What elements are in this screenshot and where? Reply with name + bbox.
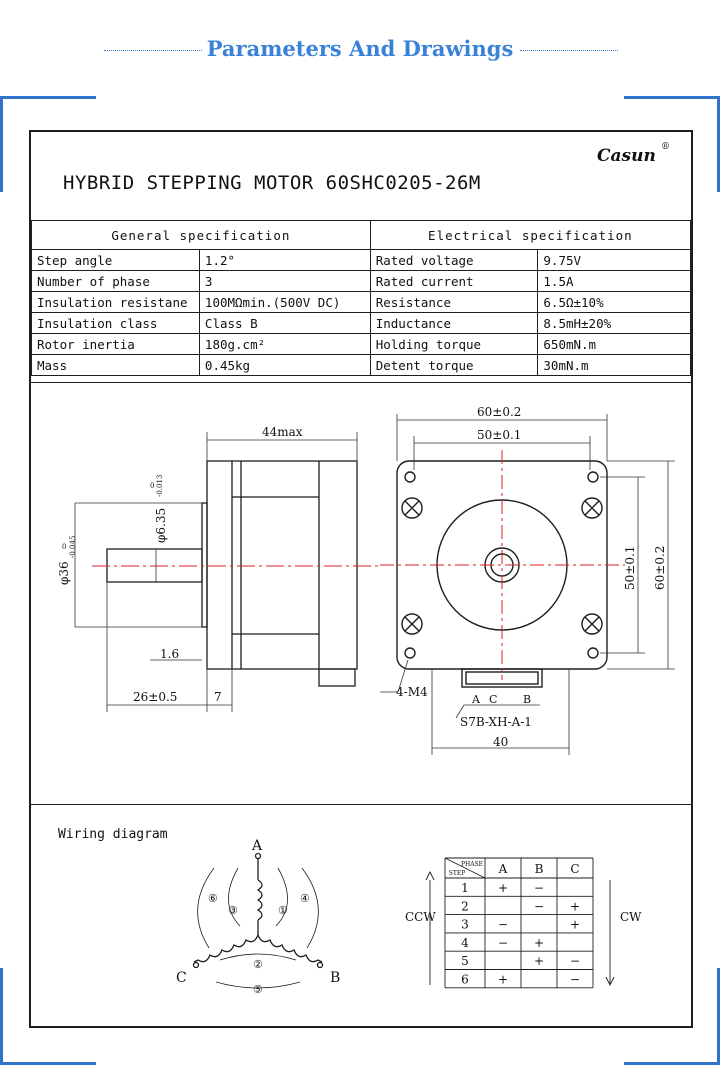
coil-a xyxy=(256,879,263,921)
page-title: Parameters And Drawings xyxy=(206,36,514,61)
step-number: 6 xyxy=(461,973,469,987)
dim-boss-diameter: φ36 xyxy=(57,561,71,585)
rotation-step-marker: ③ xyxy=(228,904,238,917)
dim-60-top: 60±0.2 xyxy=(477,405,521,419)
electrical-value: 30mN.m xyxy=(537,354,691,376)
spec-table: General specification Electrical specifi… xyxy=(31,220,692,376)
step-number: 1 xyxy=(461,881,469,895)
step-cell: + xyxy=(570,918,580,932)
corner-top-right-h xyxy=(624,96,720,99)
electrical-label: Holding torque xyxy=(369,333,539,355)
step-cell: + xyxy=(534,936,544,950)
step-cell: + xyxy=(498,973,508,987)
step-cell: − xyxy=(498,936,508,950)
connector-pin-b: B xyxy=(523,693,531,706)
table-phase-header: PHASE xyxy=(461,861,483,868)
dim-60-side: 60±0.2 xyxy=(653,546,667,590)
dim-1-6: 1.6 xyxy=(160,647,179,661)
dim-50-side: 50±0.1 xyxy=(623,546,637,590)
dim-shaft-diameter: φ6.35 xyxy=(154,508,168,543)
step-table: PHASE STEP A B C 1 + − 2 − +3 − +4 − +5 + − 6 + − xyxy=(444,857,594,989)
step-cell: − xyxy=(570,954,580,968)
connector-pin-c: C xyxy=(489,693,497,706)
phase-header: B xyxy=(535,862,544,876)
ccw-label: CCW xyxy=(405,910,436,924)
corner-bottom-left-h xyxy=(0,1062,96,1065)
step-cell: − xyxy=(534,881,544,895)
header-rule-left xyxy=(104,50,202,51)
node-a: A xyxy=(251,838,263,854)
corner-bottom-left-v xyxy=(0,968,3,1065)
step-cell: + xyxy=(498,881,508,895)
page-header: Parameters And Drawings xyxy=(0,34,720,68)
step-number: 3 xyxy=(461,918,469,932)
wiring-title: Wiring diagram xyxy=(58,827,168,842)
electrical-label: Rated current xyxy=(369,270,539,292)
node-b: B xyxy=(330,970,340,986)
phase-header: C xyxy=(570,862,579,876)
electrical-value: 650mN.m xyxy=(537,333,691,355)
spec-table-header: General specification Electrical specifi… xyxy=(31,220,692,250)
step-cell: − xyxy=(498,918,508,932)
corner-bottom-right-v xyxy=(717,968,720,1065)
spec-sheet: HYBRID STEPPING MOTOR 60SHC0205-26M Casu… xyxy=(29,130,693,1028)
rotation-step-marker: ② xyxy=(253,958,263,971)
dim-shaft-tol-top: 0 xyxy=(150,482,154,490)
electrical-label: Detent torque xyxy=(369,354,539,376)
dim-boss-tol: -0.045 xyxy=(69,536,77,558)
cw-label: CW xyxy=(620,910,642,924)
dim-40: 40 xyxy=(493,735,508,749)
dim-length-44max: 44max xyxy=(262,425,303,439)
corner-bottom-right-h xyxy=(624,1062,720,1065)
drawing-top-rule xyxy=(31,382,691,383)
step-number: 2 xyxy=(461,899,469,913)
rotation-step-marker: ⑥ xyxy=(208,892,218,905)
connector-pin-a: A xyxy=(471,693,481,706)
general-label: Mass xyxy=(31,354,200,376)
electrical-value: 6.5Ω±10% xyxy=(537,291,691,313)
dim-shaft-tol: -0.013 xyxy=(156,475,164,497)
general-value: 0.45kg xyxy=(198,354,371,376)
step-cell: − xyxy=(534,899,544,913)
coil-b xyxy=(257,934,323,963)
general-label: Number of phase xyxy=(31,270,200,292)
rotation-step-marker: ⑤ xyxy=(253,983,263,996)
wiring-top-rule xyxy=(31,804,691,805)
registered-mark: ® xyxy=(661,142,670,152)
dim-boss-tol-top: 0 xyxy=(62,543,66,551)
step-cell: + xyxy=(534,954,544,968)
motor-title: HYBRID STEPPING MOTOR 60SHC0205-26M xyxy=(63,172,481,194)
dim-50-top: 50±0.1 xyxy=(477,428,521,442)
rotation-step-marker: ① xyxy=(278,904,288,917)
node-c: C xyxy=(176,970,187,986)
brand-logo: Casun xyxy=(597,146,656,166)
step-cell: − xyxy=(570,973,580,987)
electrical-label: Resistance xyxy=(369,291,539,313)
dim-26: 26±0.5 xyxy=(133,690,177,704)
step-cell: + xyxy=(570,899,580,913)
step-number: 4 xyxy=(461,936,469,950)
corner-top-left-h xyxy=(0,96,96,99)
electrical-value: 9.75V xyxy=(537,249,691,271)
mount-holes-label: 4-M4 xyxy=(396,685,428,699)
general-spec-header: General specification xyxy=(31,220,371,250)
coil-c xyxy=(193,934,259,963)
corner-top-left-v xyxy=(0,96,3,192)
phase-header: A xyxy=(498,862,508,876)
rotation-step-marker: ④ xyxy=(300,892,310,905)
connector-model: S7B-XH-A-1 xyxy=(460,715,532,729)
dim-7: 7 xyxy=(214,690,222,704)
step-number: 5 xyxy=(461,954,469,968)
corner-top-right-v xyxy=(717,96,720,192)
general-label: Insulation class xyxy=(31,312,200,334)
header-rule-right xyxy=(520,50,618,51)
table-step-header: STEP xyxy=(449,870,466,877)
